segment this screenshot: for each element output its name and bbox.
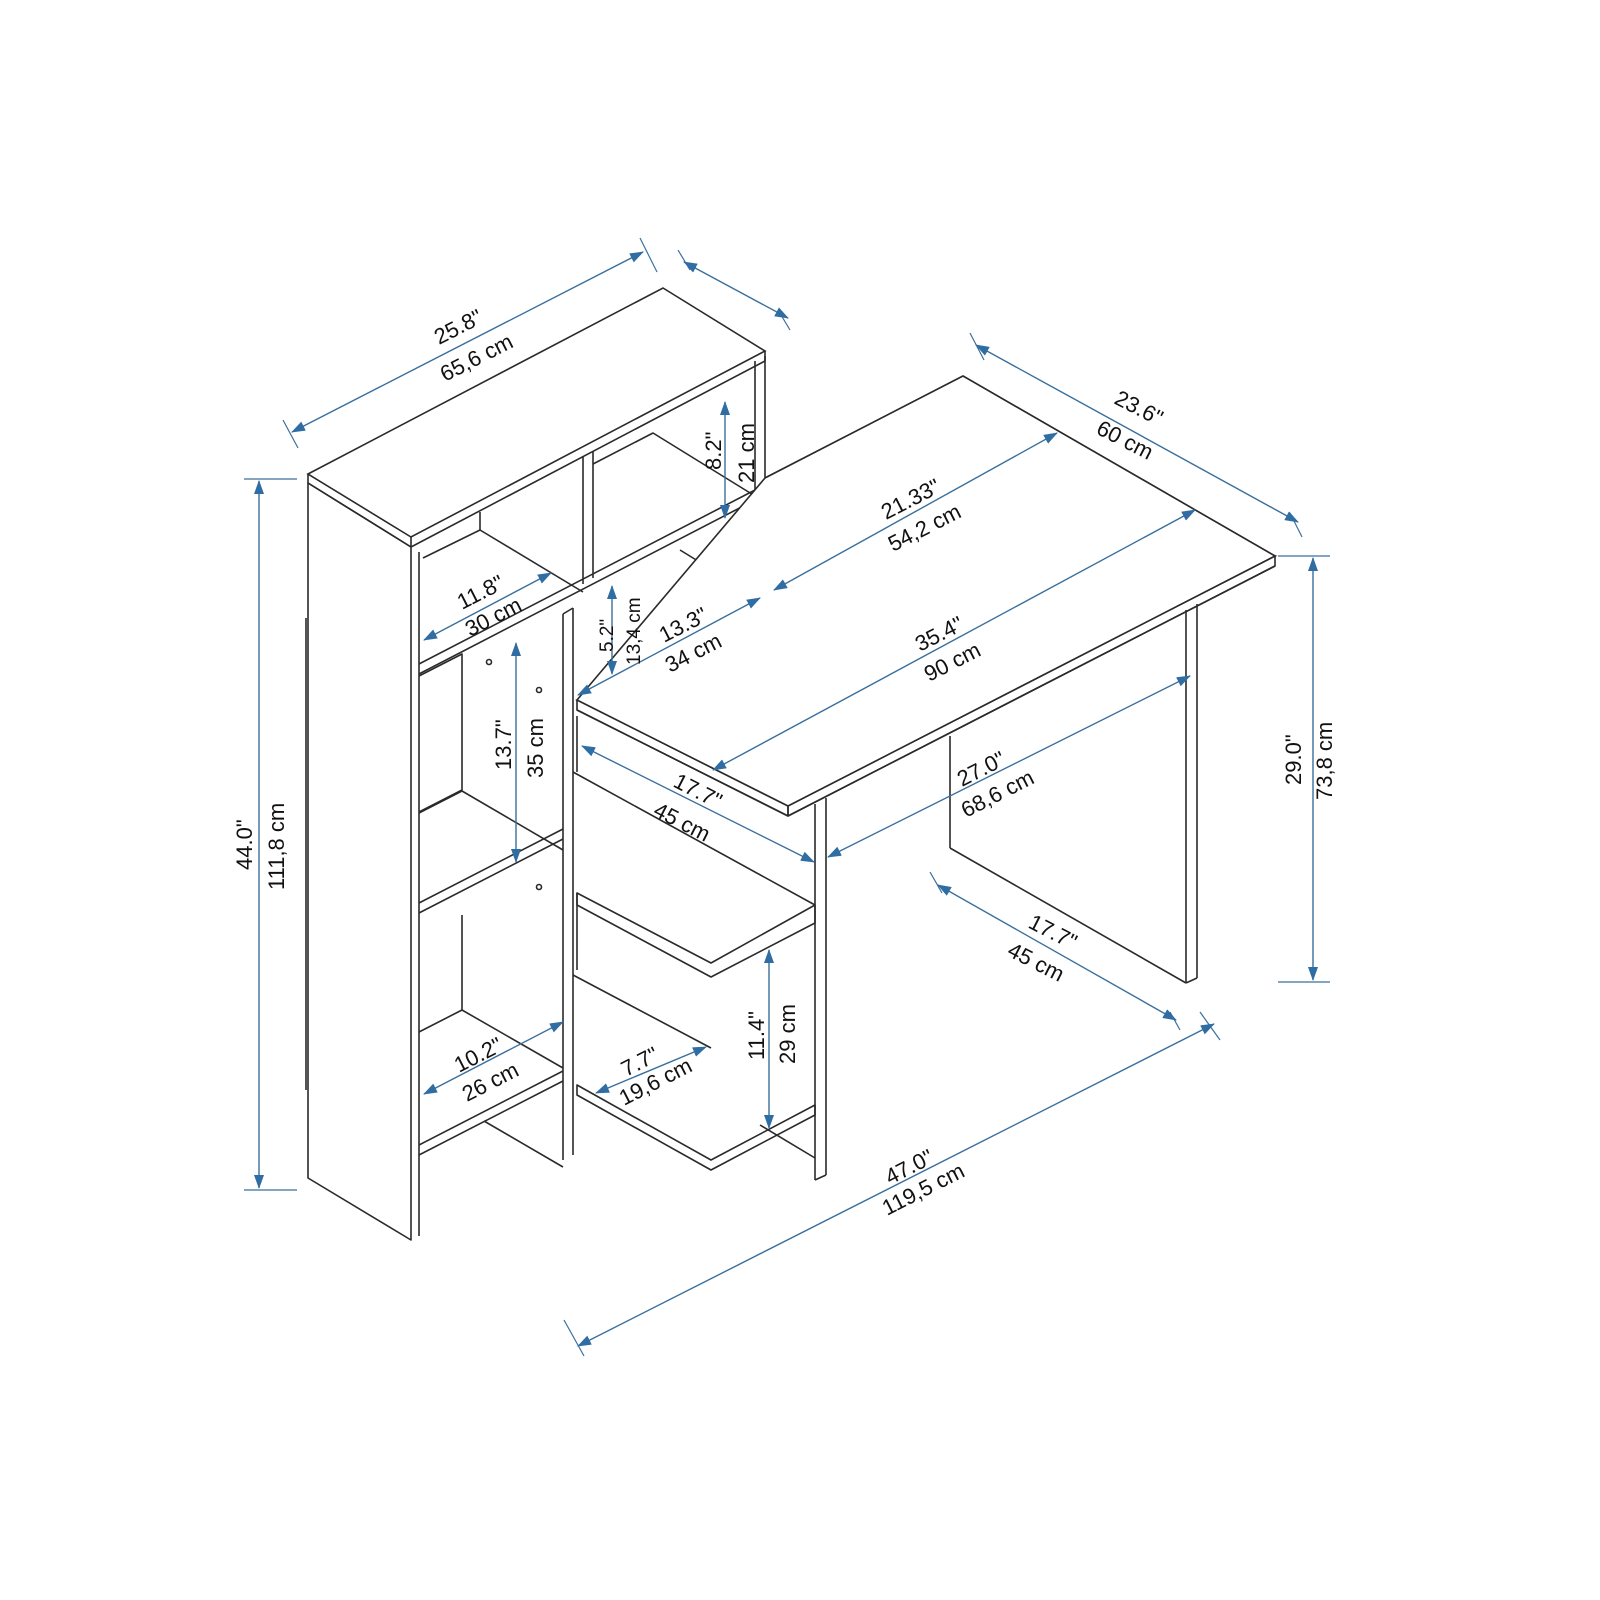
label-small-gap-cm: 13,4 cm	[624, 597, 645, 665]
label-shelf-top-height-in: 8.2"	[701, 432, 726, 470]
label-desk-height-cm: 73,8 cm	[1312, 722, 1337, 800]
label-total-height-cm: 111,8 cm	[264, 803, 289, 890]
label-small-gap-in: 5.2"	[597, 619, 618, 652]
label-total-height-in: 44.0"	[232, 819, 257, 870]
label-low-shelf-height-in: 11.4"	[744, 1011, 769, 1060]
label-mid-shelf-height-in: 13.7"	[491, 719, 516, 770]
shelf-top-board	[306, 287, 767, 538]
label-mid-shelf-height-cm: 35 cm	[523, 718, 548, 778]
label-desk-height-in: 29.0"	[1281, 734, 1306, 785]
label-shelf-top-height-cm: 21 cm	[734, 423, 759, 483]
label-low-shelf-height-cm: 29 cm	[775, 1004, 800, 1064]
left-side-panel	[307, 482, 412, 1241]
dimension-lines	[244, 237, 1330, 1357]
